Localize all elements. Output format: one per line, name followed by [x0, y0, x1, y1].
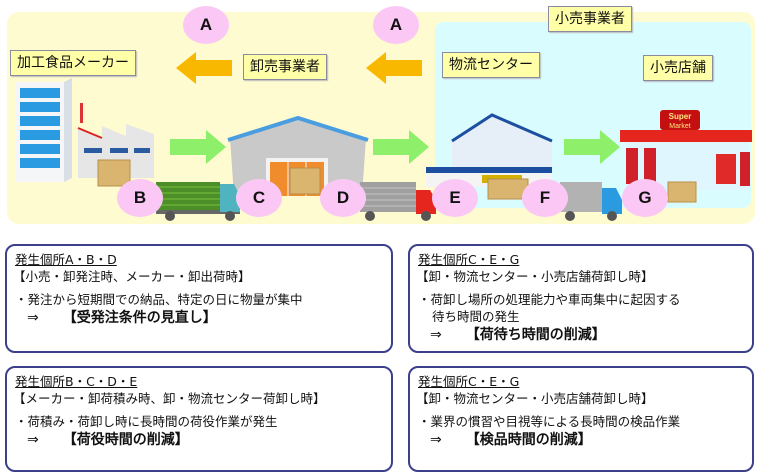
label-wholesaler: 卸売事業者: [243, 54, 327, 80]
distribution-center-icon: [426, 113, 553, 200]
issue-box-bcde: 発生個所B・C・D・E 【メーカー・卸荷積み時、卸・物流センター荷卸し時】 ・荷…: [5, 366, 393, 472]
box-issue: ・荷積み・荷卸し時に長時間の荷役作業が発生: [15, 414, 278, 429]
box-measure: 【検品時間の削減】: [465, 432, 592, 448]
manufacturer-building-icon: [16, 78, 154, 187]
box-heading: 発生個所C・E・G: [418, 252, 520, 267]
box-context: 【メーカー・卸荷積み時、卸・物流センター荷卸し時】: [13, 391, 326, 406]
box-measure: 【荷待ち時間の削減】: [465, 327, 606, 343]
implies-arrow: ⇒: [430, 432, 442, 448]
label-manufacturer: 加工食品メーカー: [10, 50, 136, 76]
point-f: F: [522, 179, 568, 217]
point-c: C: [236, 179, 282, 217]
box-measure-row: ⇒ 【受発注条件の見直し】: [15, 310, 383, 327]
truck-red-icon: [360, 182, 436, 221]
store-sign-super: Super: [669, 112, 692, 121]
flow-arrow-3: [564, 130, 620, 164]
box-heading: 発生個所B・C・D・E: [15, 374, 138, 389]
flow-arrow-2: [373, 130, 429, 164]
truck-green-icon: [156, 182, 240, 221]
supermarket-icon: Super Market: [620, 110, 752, 203]
label-distribution-center: 物流センター: [442, 52, 540, 78]
box-measure: 【受発注条件の見直し】: [62, 310, 217, 326]
truck-blue-icon: [560, 182, 622, 221]
point-b: B: [117, 179, 163, 217]
label-retailer-group: 小売事業者: [548, 6, 632, 32]
box-measure-row: ⇒ 【検品時間の削減】: [418, 432, 744, 449]
point-e: E: [432, 179, 478, 217]
box-context: 【卸・物流センター・小売店舗荷卸し時】: [416, 269, 654, 284]
label-retail-store: 小売店舗: [643, 55, 713, 81]
order-arrow-left-2: [366, 52, 422, 84]
box-measure-row: ⇒ 【荷待ち時間の削減】: [418, 327, 744, 344]
box-context: 【小売・卸発注時、メーカー・卸出荷時】: [13, 269, 251, 284]
box-issue: ・荷卸し場所の処理能力や車両集中に起因する: [418, 292, 681, 307]
order-arrow-left-1: [176, 52, 232, 84]
issue-box-abd: 発生個所A・B・D 【小売・卸発注時、メーカー・卸出荷時】 ・発注から短期間での…: [5, 244, 393, 353]
order-point-a-retailer: A: [373, 6, 419, 44]
box-issue-cont: 待ち時間の発生: [432, 309, 520, 324]
issue-box-ceg-wait: 発生個所C・E・G 【卸・物流センター・小売店舗荷卸し時】 ・荷卸し場所の処理能…: [408, 244, 754, 353]
implies-arrow: ⇒: [27, 310, 39, 326]
box-issue: ・業界の慣習や目視等による長時間の検品作業: [418, 414, 681, 429]
issue-box-ceg-inspection: 発生個所C・E・G 【卸・物流センター・小売店舗荷卸し時】 ・業界の慣習や目視等…: [408, 366, 754, 472]
box-heading: 発生個所A・B・D: [15, 252, 117, 267]
box-measure: 【荷役時間の削減】: [62, 432, 189, 448]
box-issue: ・発注から短期間での納品、特定の日に物量が集中: [15, 292, 303, 307]
box-measure-row: ⇒ 【荷役時間の削減】: [15, 432, 383, 449]
box-context: 【卸・物流センター・小売店舗荷卸し時】: [416, 391, 654, 406]
point-d: D: [320, 179, 366, 217]
implies-arrow: ⇒: [27, 432, 39, 448]
box-heading: 発生個所C・E・G: [418, 374, 520, 389]
point-g: G: [622, 179, 668, 217]
flow-arrow-1: [170, 130, 226, 164]
order-point-a-wholesaler: A: [183, 6, 229, 44]
store-sign-market: Market: [669, 123, 690, 130]
implies-arrow: ⇒: [430, 327, 442, 343]
